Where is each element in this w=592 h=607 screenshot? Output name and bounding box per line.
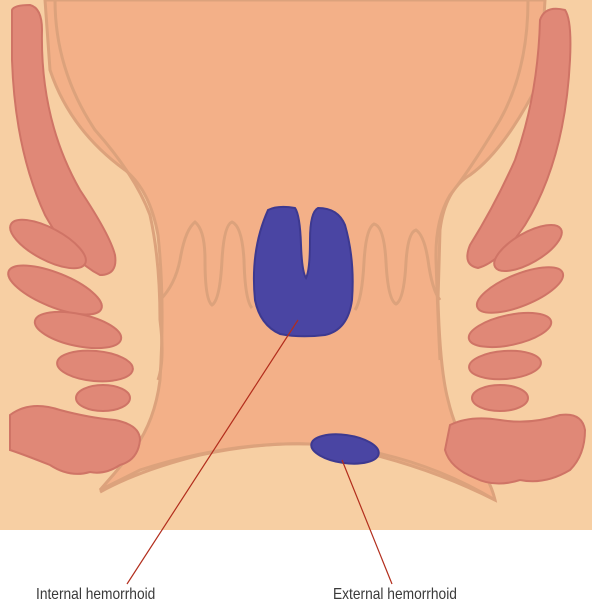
internal-hemorrhoid-label: Internal hemorrhoid: [36, 586, 155, 604]
left-lobe-5: [76, 385, 130, 411]
right-lobe-5: [472, 385, 528, 411]
external-hemorrhoid-label: External hemorrhoid: [333, 586, 457, 604]
right-bottom-muscle: [445, 415, 585, 484]
